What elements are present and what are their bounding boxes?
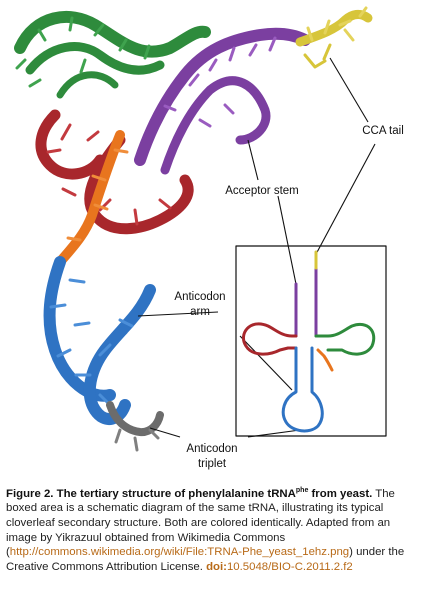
figure-caption: Figure 2. The tertiary structure of phen… bbox=[6, 484, 418, 574]
caption-title: Figure 2. The tertiary structure of phen… bbox=[6, 487, 373, 500]
acceptor-stem-3d bbox=[134, 27, 311, 175]
anticodon-arm-leader bbox=[137, 311, 219, 317]
anticodon-triplet-leader bbox=[149, 427, 181, 438]
caption-link[interactable]: http://commons.wikimedia.org/wiki/File:T… bbox=[9, 546, 350, 559]
caption-doi-value[interactable]: 10.5048/BIO-C.2011.2.f2 bbox=[226, 560, 353, 573]
schematic-d-arm bbox=[242, 322, 298, 356]
label-acceptor-stem: Acceptor stem bbox=[225, 185, 299, 197]
acceptor-stem-leader bbox=[247, 139, 259, 181]
trna-figure: CCA tail Acceptor stem Anticodon arm Ant… bbox=[14, 6, 404, 470]
caption-title-sup: phe bbox=[295, 487, 309, 494]
schematic-t-arm bbox=[314, 323, 376, 356]
cca-tail-3d bbox=[295, 6, 373, 69]
cca-tail-leader-2 bbox=[314, 143, 376, 257]
label-anticodon-triplet-1: Anticodon bbox=[186, 443, 237, 455]
acceptor-stem-leader-2 bbox=[277, 195, 297, 285]
label-cca-tail: CCA tail bbox=[362, 125, 404, 137]
trna-3d-model bbox=[14, 6, 373, 452]
label-anticodon-triplet-2: triplet bbox=[198, 458, 227, 470]
anticodon-triplet-3d bbox=[106, 401, 164, 452]
caption-body: The boxed area is a schematic diagram of… bbox=[6, 487, 395, 559]
schematic-box bbox=[235, 245, 387, 437]
caption-doi-label: doi: bbox=[206, 560, 227, 573]
caption-title-suffix: from yeast. bbox=[308, 487, 373, 500]
d-arm-3d bbox=[35, 109, 194, 235]
leader-lines bbox=[137, 57, 376, 438]
cloverleaf-schematic bbox=[235, 245, 387, 437]
schematic-anticodon-arm bbox=[281, 346, 324, 433]
caption-after-link: ) under the Creative Commons Attribution… bbox=[6, 546, 405, 573]
anticodon-arm-leader-2 bbox=[239, 335, 293, 391]
label-anticodon-arm-1: Anticodon bbox=[174, 291, 225, 303]
anticodon-arm-3d bbox=[43, 256, 156, 425]
caption-title-prefix: Figure 2. The tertiary structure of phen… bbox=[6, 487, 296, 500]
cca-tail-leader bbox=[329, 57, 369, 123]
t-arm-3d bbox=[14, 10, 211, 99]
label-anticodon-arm-2: arm bbox=[190, 306, 210, 318]
schematic-variable-loop bbox=[316, 348, 334, 372]
variable-loop-3d bbox=[55, 130, 129, 267]
